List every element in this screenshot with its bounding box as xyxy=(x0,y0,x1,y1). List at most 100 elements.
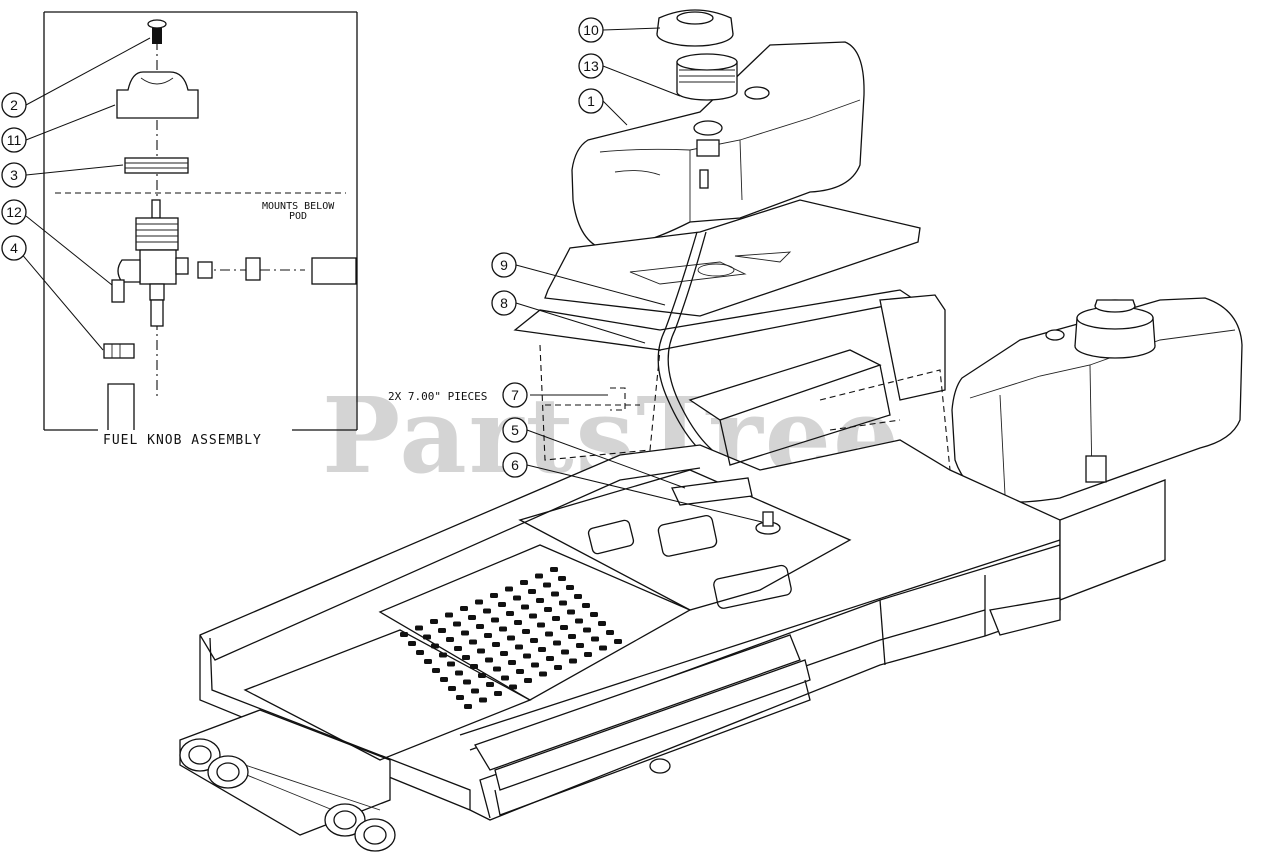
floor-hole xyxy=(430,619,438,624)
floor-hole xyxy=(484,633,492,638)
floor-hole xyxy=(485,657,493,663)
floor-hole xyxy=(498,602,506,607)
floor-hole xyxy=(516,669,524,674)
svg-text:12: 12 xyxy=(6,204,22,220)
fuel-valve-part xyxy=(111,199,189,327)
floor-hole xyxy=(574,594,582,599)
floor-hole xyxy=(446,637,454,642)
callout-2: 2 xyxy=(1,92,27,118)
screw-part xyxy=(147,19,167,44)
floor-hole xyxy=(513,595,521,601)
floor-hole xyxy=(545,631,553,637)
floor-hole xyxy=(521,604,529,610)
floor-hole xyxy=(491,617,499,623)
floor-hole xyxy=(543,582,551,588)
floor-hole xyxy=(599,645,607,651)
floor-hole xyxy=(514,620,522,625)
callout-13: 13 xyxy=(578,53,604,79)
floor-hole xyxy=(462,655,470,660)
floor-hole xyxy=(523,653,531,659)
svg-text:3: 3 xyxy=(10,167,18,183)
floor-hole xyxy=(575,618,583,624)
floor-hole xyxy=(507,635,515,641)
floor-hole xyxy=(559,600,567,606)
ring-part xyxy=(124,157,189,174)
floor-hole xyxy=(536,598,544,603)
floor-hole xyxy=(493,666,501,672)
floor-hole xyxy=(538,647,546,652)
floor-hole xyxy=(432,668,440,673)
floor-hole xyxy=(439,652,447,658)
callout-3: 3 xyxy=(1,162,27,188)
svg-text:8: 8 xyxy=(500,295,508,311)
floor-hole xyxy=(468,615,476,620)
floor-hole xyxy=(546,656,554,661)
floor-hole xyxy=(551,591,559,597)
floor-hole xyxy=(455,670,463,676)
callout-8: 8 xyxy=(491,290,517,316)
callout-5: 5 xyxy=(502,417,528,443)
floor-hole xyxy=(566,585,574,590)
tank-pod-plate xyxy=(544,199,921,317)
grommet-part xyxy=(755,511,781,535)
svg-text:1: 1 xyxy=(587,93,595,109)
floor-hole xyxy=(490,593,498,598)
floor-hole xyxy=(515,644,523,650)
floor-hole xyxy=(522,629,530,634)
floor-hole xyxy=(569,658,577,664)
floor-hole xyxy=(535,573,543,579)
fitting-part xyxy=(197,261,213,279)
inset-title: FUEL KNOB ASSEMBLY xyxy=(103,433,262,448)
floor-hole xyxy=(408,641,416,646)
svg-text:7: 7 xyxy=(511,387,519,403)
svg-text:6: 6 xyxy=(511,457,519,473)
floor-hole xyxy=(438,628,446,633)
fuel-cap-part xyxy=(656,9,734,47)
floor-hole xyxy=(499,626,507,632)
floor-hole xyxy=(492,642,500,647)
floor-hole xyxy=(584,652,592,657)
svg-text:10: 10 xyxy=(583,22,599,38)
svg-text:5: 5 xyxy=(511,422,519,438)
floor-hole xyxy=(453,621,461,627)
hose-pieces-note: 2X 7.00" PIECES xyxy=(388,390,487,403)
floor-hole xyxy=(590,612,598,617)
floor-hole xyxy=(476,624,484,629)
floor-hole xyxy=(529,613,537,619)
svg-text:9: 9 xyxy=(500,257,508,273)
floor-hole xyxy=(576,643,584,648)
mower-frame xyxy=(179,294,1166,836)
main-assembly: 2X 7.00" PIECES xyxy=(179,9,1243,852)
floor-hole xyxy=(537,622,545,628)
hose-clip-part xyxy=(671,477,753,506)
floor-hole xyxy=(471,688,479,694)
fuel-tank-right xyxy=(951,297,1243,503)
floor-hole xyxy=(531,662,539,668)
floor-hole xyxy=(550,567,558,572)
floor-hole xyxy=(479,697,487,703)
floor-hole xyxy=(500,651,508,656)
floor-hole xyxy=(424,659,432,664)
floor-hole xyxy=(583,627,591,633)
hose-part xyxy=(107,383,135,430)
floor-hole xyxy=(539,671,547,677)
svg-text:13: 13 xyxy=(583,58,599,74)
floor-hole xyxy=(460,606,468,611)
floor-hole xyxy=(454,646,462,651)
clamp-part xyxy=(245,257,261,281)
floor-hole xyxy=(524,678,532,683)
floor-hole xyxy=(582,603,590,608)
callout-1: 1 xyxy=(578,88,604,114)
callout-10: 10 xyxy=(578,17,604,43)
floor-hole xyxy=(508,660,516,665)
fuel-knob-part xyxy=(116,71,199,119)
floor-hole xyxy=(561,649,569,655)
floor-hole xyxy=(456,695,464,700)
floor-perforations xyxy=(400,567,622,709)
floor-hole xyxy=(520,580,528,585)
front-casters xyxy=(179,738,671,852)
callout-9: 9 xyxy=(491,252,517,278)
floor-hole xyxy=(567,609,575,615)
floor-hole xyxy=(440,677,448,682)
callout-7: 7 xyxy=(502,382,528,408)
